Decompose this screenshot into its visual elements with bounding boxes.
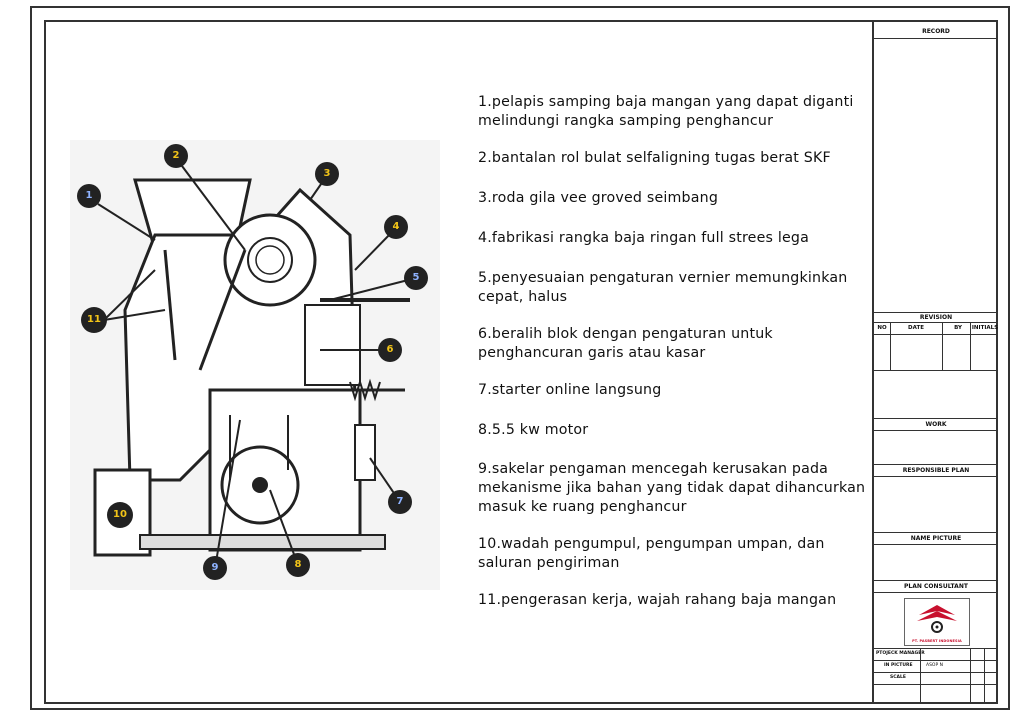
divider [874, 592, 998, 593]
divider [874, 464, 998, 465]
marker-4: 4 [384, 215, 408, 239]
divider [890, 322, 891, 370]
name-picture-label: NAME PICTURE [910, 535, 962, 542]
divider [874, 322, 998, 323]
scale-label: SCALE [890, 675, 906, 680]
caption-list: 1.pelapis samping baja mangan yang dapat… [478, 93, 868, 610]
record-label: RECORD [922, 28, 950, 35]
logo-text: PT. PASBERT INDONESIA [912, 639, 962, 643]
caption-8: 8.5.5 kw motor [478, 422, 589, 438]
marker-2: 2 [164, 144, 188, 168]
marker-3: 3 [315, 162, 339, 186]
outer-frame [30, 6, 1010, 710]
divider [874, 418, 998, 419]
work-label: WORK [925, 421, 947, 428]
caption-9: 9.sakelar pengaman mencegah kerusakan pa… [478, 461, 866, 515]
marker-11: 11 [81, 307, 107, 333]
marker-5: 5 [404, 266, 428, 290]
caption-7: 7.starter online langsung [478, 382, 662, 398]
caption-4: 4.fabrikasi rangka baja ringan full stre… [478, 230, 810, 246]
in-picture-label: IN PICTURE [884, 663, 913, 668]
divider [874, 532, 998, 533]
divider [984, 648, 985, 704]
marker-6: 6 [378, 338, 402, 362]
rev-col-no: NO [877, 325, 887, 331]
caption-11: 11.pengerasan kerja, wajah rahang baja m… [478, 592, 837, 608]
company-logo: PT. PASBERT INDONESIA [904, 598, 970, 646]
divider [874, 648, 998, 649]
divider [874, 312, 998, 313]
responsible-plan-label: RESPONSIBLE PLAN [902, 467, 970, 474]
inner-frame [44, 20, 998, 704]
divider [970, 648, 971, 704]
logo-emblem-icon [917, 605, 957, 633]
marker-7: 7 [388, 490, 412, 514]
divider [874, 38, 998, 39]
divider [874, 334, 998, 335]
caption-6: 6.beralih blok dengan pengaturan untuk p… [478, 326, 773, 361]
title-block: RECORD REVISION NO DATE BY INITIALS WORK… [872, 20, 998, 704]
revision-label: REVISION [919, 314, 953, 321]
divider [874, 684, 998, 685]
divider [874, 430, 998, 431]
plan-consultant-label: PLAN CONSULTANT [904, 583, 968, 590]
divider [942, 322, 943, 370]
rev-col-initials: INITIALS [971, 325, 999, 331]
caption-3: 3.roda gila vee groved seimbang [478, 190, 719, 206]
divider [874, 370, 998, 371]
divider [874, 660, 998, 661]
divider [874, 476, 998, 477]
caption-2: 2.bantalan rol bulat selfaligning tugas … [478, 150, 831, 166]
divider [970, 322, 971, 370]
caption-5: 5.penyesuaian pengaturan vernier memungk… [478, 270, 848, 305]
marker-1: 1 [77, 184, 101, 208]
divider [874, 544, 998, 545]
project-manager-label: PTOJECK MANAGER [876, 651, 925, 656]
in-picture-value: ASOP N [926, 663, 943, 668]
marker-10: 10 [107, 502, 133, 528]
divider [874, 672, 998, 673]
divider [920, 648, 921, 704]
divider [874, 580, 998, 581]
rev-col-by: BY [954, 325, 962, 331]
rev-col-date: DATE [908, 325, 924, 331]
marker-9: 9 [203, 556, 227, 580]
jaw-crusher-diagram [70, 140, 440, 590]
marker-8: 8 [286, 553, 310, 577]
caption-1: 1.pelapis samping baja mangan yang dapat… [478, 94, 854, 129]
caption-10: 10.wadah pengumpul, pengumpan umpan, dan… [478, 536, 825, 571]
